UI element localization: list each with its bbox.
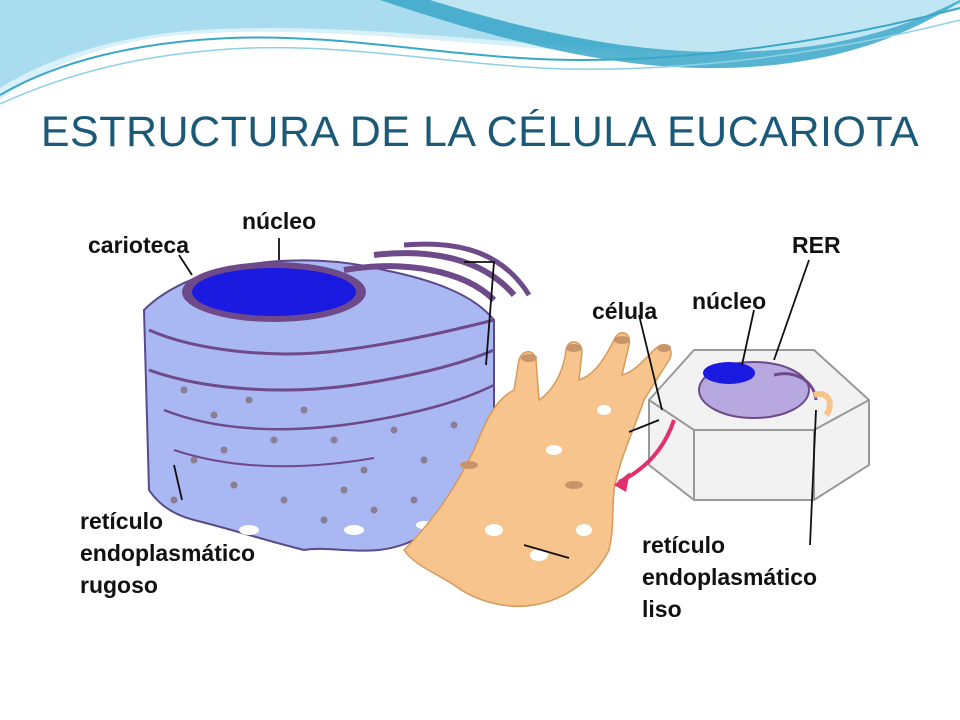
inset-cell-graphic [648, 349, 870, 501]
nucleus-graphic [182, 262, 366, 322]
label-rer-main-line2: endoplasmático [80, 540, 256, 566]
rough-er-graphic [142, 241, 532, 552]
cell-diagram: carioteca núcleo retículo endoplasmático… [74, 200, 884, 640]
header-wave-decoration [0, 0, 960, 105]
label-rel-line1: retículo [642, 532, 726, 558]
label-carioteca: carioteca [88, 232, 190, 258]
label-rel-line2: endoplasmático [642, 564, 818, 590]
leader-lines [173, 238, 817, 559]
label-cell: célula [592, 298, 658, 324]
smooth-er-graphic [403, 332, 672, 608]
label-rer-main-line1: retículo [80, 508, 164, 534]
cell-diagram-graphic [142, 238, 870, 608]
label-nucleus-main: núcleo [242, 208, 317, 234]
slide-title: ESTRUCTURA DE LA CÉLULA EUCARIOTA [40, 108, 920, 156]
label-nucleus-inset: núcleo [692, 288, 767, 314]
label-rer-inset: RER [792, 232, 841, 258]
label-rel-line3: liso [642, 596, 682, 622]
label-rer-main-line3: rugoso [80, 572, 158, 598]
